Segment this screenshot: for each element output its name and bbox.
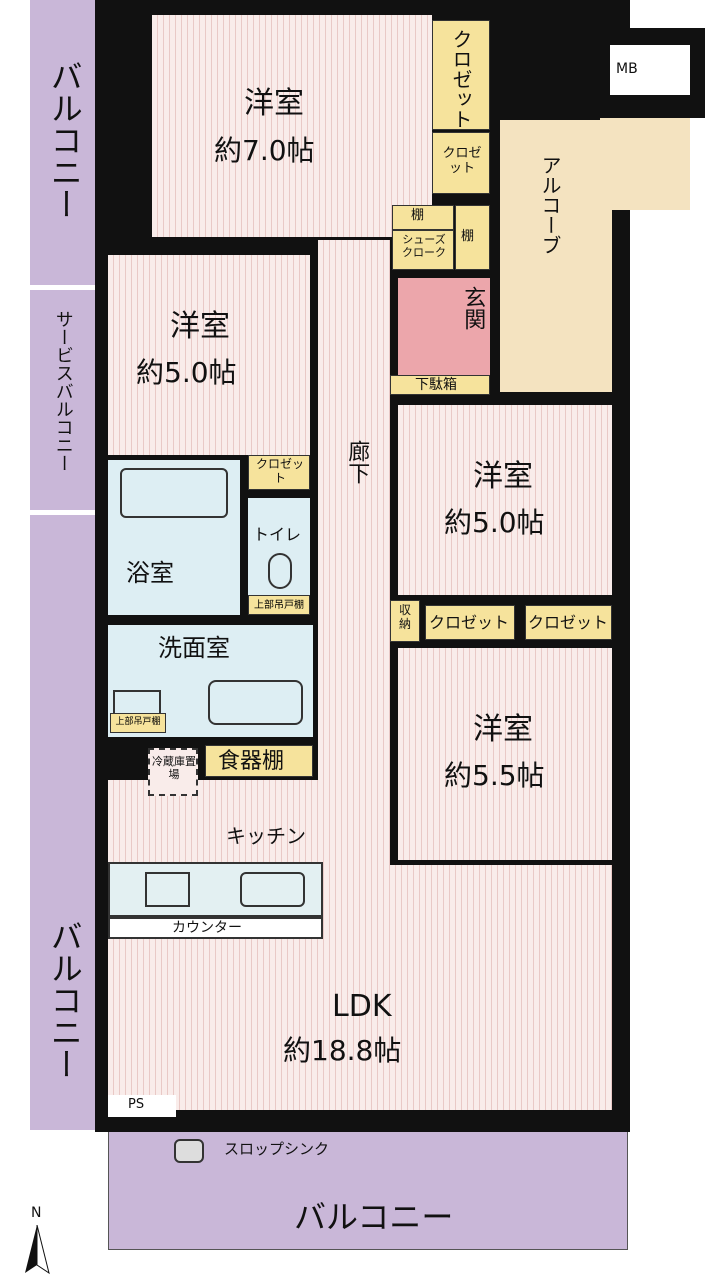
closet-label: クロゼット [449,29,473,129]
counter: カウンター [108,917,323,939]
alcove: アルコーブ [500,120,612,392]
balcony-label: バルコニー [294,1198,454,1236]
fridge-space: 冷蔵庫置場 [148,748,198,796]
upper-cabinet: 上部吊戸棚 [248,595,310,615]
ps-label: PS [128,1097,145,1112]
shelf: 棚 [455,205,490,270]
room-size: 約7.0帖 [214,134,315,167]
sink-icon [208,680,303,725]
toilet-label: トイレ [253,525,302,544]
mb-label: MB [616,61,638,77]
closet: クロゼット [432,20,490,130]
toilet-icon [268,553,292,589]
closet: クロゼット [525,605,612,640]
closet-label: クロゼット [429,613,510,632]
room-name: 洋室 [473,459,533,494]
bathroom: 浴室 [108,460,240,615]
upper-cabinet-label: 上部吊戸棚 [254,600,304,611]
upper-cabinet: 上部吊戸棚 [110,713,166,733]
corridor: 廊下 [318,240,390,870]
mb: MB [610,45,690,95]
closet-label: クロゼット [528,613,609,632]
storage: 収納 [390,600,420,642]
shelf-label: 棚 [411,208,425,223]
balcony-lower-left: バルコニー [30,515,98,1130]
closet-small: クロゼット [432,132,490,194]
closet: クロゼット [425,605,515,640]
corridor-label: 廊下 [344,440,370,484]
western-room-2: 洋室 約5.0帖 [108,255,310,455]
room-name: 洋室 [244,86,304,121]
dish-cabinet-label: 食器棚 [218,749,285,774]
sink-icon [240,872,305,907]
balcony-label: バルコニー [45,60,84,220]
shelf: 棚 [392,205,454,230]
kitchen: キッチン [108,780,390,870]
western-room-4: 洋室 約5.5帖 [398,648,612,860]
slop-sink-icon [174,1139,204,1163]
room-size: 約5.5帖 [444,759,545,792]
compass-label: N [31,1205,42,1221]
storage-label: 収納 [398,603,411,631]
counter-label: カウンター [172,920,242,936]
bath-label: 浴室 [126,559,174,587]
balcony-top-left: バルコニー [30,0,98,285]
washroom-label: 洗面室 [158,634,230,662]
room-size: 約5.0帖 [444,506,545,539]
shelf-label: 棚 [461,229,475,244]
stove-icon [145,872,190,907]
balcony-bottom: バルコニー スロップシンク [108,1130,628,1250]
room-name: 洋室 [170,309,230,344]
shoe-cabinet-label: 下駄箱 [415,377,457,393]
entrance-label: 玄関 [460,286,486,330]
balcony-label: バルコニー [45,920,84,1080]
kitchen-label: キッチン [226,824,306,848]
north-arrow-icon [25,1225,50,1275]
washroom: 洗面室 上部吊戸棚 [108,625,313,737]
alcove-upper [600,118,690,210]
shoe-cabinet: 下駄箱 [390,375,490,395]
room-name: LDK [332,989,392,1024]
western-room-1: 洋室 約7.0帖 [152,15,432,237]
bathtub-icon [120,468,228,518]
western-room-3: 洋室 約5.0帖 [398,405,612,595]
closet-label: クロゼット [442,146,482,176]
service-balcony-label: サービスバルコニー [52,310,74,472]
kitchen-counter [108,862,323,917]
shoes-cloak: シューズクローク [392,230,454,270]
alcove-label: アルコーブ [538,155,562,255]
upper-cabinet-label: 上部吊戸棚 [115,717,161,727]
slop-sink-label: スロップシンク [224,1140,330,1158]
north-compass: N [22,1205,52,1275]
room-size: 約5.0帖 [136,356,237,389]
toilet: トイレ 上部吊戸棚 [248,498,310,615]
shoes-cloak-label: シューズクローク [402,233,446,259]
service-balcony: サービスバルコニー [30,290,98,510]
closet-label: クロゼット [255,457,304,485]
dish-cabinet: 食器棚 [205,745,313,777]
pipe-space: PS [108,1095,176,1117]
fridge-label: 冷蔵庫置場 [152,755,196,781]
room-size: 約18.8帖 [283,1034,402,1067]
closet-small: クロゼット [248,455,310,490]
entrance: 玄関 [398,278,490,375]
room-name: 洋室 [473,712,533,747]
